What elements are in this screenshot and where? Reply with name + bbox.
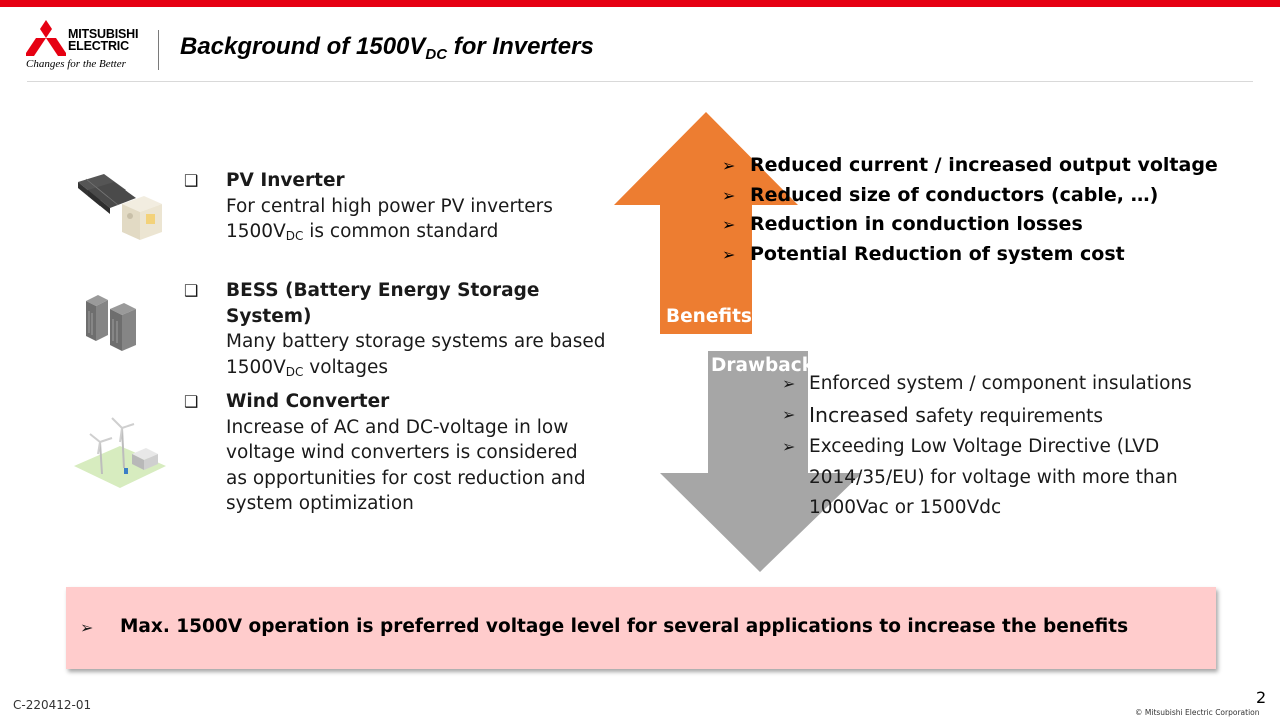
wind-turbine-icon (74, 417, 166, 488)
summary-box: ➢ Max. 1500V operation is preferred volt… (66, 587, 1216, 669)
drawback-item: ➢Exceeding Low Voltage Directive (LVD 20… (782, 432, 1222, 524)
benefit-item: ➢Reduced size of conductors (cable, …) (722, 181, 1218, 211)
application-description: Increase of AC and DC-voltage in low vol… (226, 416, 586, 515)
benefits-list: ➢Reduced current / increased output volt… (722, 151, 1218, 269)
logo-tagline: Changes for the Better (26, 58, 126, 70)
application-pv-inverter: ❑ PV Inverter For central high power PV … (184, 168, 624, 250)
brand-top-bar (0, 0, 1280, 7)
application-description: Many battery storage systems are based (226, 331, 606, 352)
arrow-bullet-icon: ➢ (782, 404, 796, 424)
header-rule (27, 81, 1253, 82)
slide-title: Background of 1500VDC for Inverters (180, 33, 594, 63)
pv-inverter-icon (78, 174, 162, 240)
application-heading: Wind Converter (226, 391, 390, 412)
application-voltage-line: 1500VDC is common standard (226, 221, 499, 243)
company-logo: MITSUBISHI ELECTRIC Changes for the Bett… (26, 20, 156, 72)
benefit-item: ➢Reduction in conduction losses (722, 210, 1218, 240)
logo-wordmark: MITSUBISHI ELECTRIC (68, 27, 139, 53)
arrow-bullet-icon: ➢ (722, 156, 736, 175)
battery-storage-icon (86, 295, 136, 351)
document-id: C-220412-01 (13, 698, 92, 712)
checkbox-bullet-icon: ❑ (184, 281, 199, 300)
checkbox-bullet-icon: ❑ (184, 171, 199, 190)
drawbacks-list: ➢Enforced system / component insulations… (782, 369, 1222, 524)
drawback-down-arrow (660, 351, 862, 572)
drawback-label: Drawback (711, 355, 815, 376)
arrow-bullet-icon: ➢ (782, 437, 796, 456)
summary-text: Max. 1500V operation is preferred voltag… (120, 616, 1129, 637)
benefits-label: Benefits (666, 306, 752, 327)
header-divider (158, 30, 159, 70)
arrow-bullet-icon: ➢ (80, 618, 94, 637)
application-voltage-line: 1500VDC voltages (226, 356, 389, 379)
arrow-bullet-icon: ➢ (722, 185, 736, 205)
benefit-item: ➢Potential Reduction of system cost (722, 240, 1218, 270)
drawback-item: ➢Increased safety requirements (782, 400, 1222, 433)
page-number: 2 (1256, 688, 1267, 707)
application-bess: ❑ BESS (Battery Energy Storage System) M… (184, 278, 624, 385)
application-heading: BESS (Battery Energy Storage System) (226, 280, 540, 327)
application-wind-converter: ❑ Wind Converter Increase of AC and DC-v… (184, 389, 594, 517)
checkbox-bullet-icon: ❑ (184, 392, 199, 411)
arrow-bullet-icon: ➢ (722, 215, 736, 234)
three-diamonds-logo-icon (26, 20, 66, 56)
arrow-bullet-icon: ➢ (722, 244, 736, 264)
arrow-bullet-icon: ➢ (782, 374, 796, 393)
copyright-notice: © Mitsubishi Electric Corporation (1135, 708, 1260, 717)
drawback-item: ➢Enforced system / component insulations (782, 369, 1222, 400)
benefit-item: ➢Reduced current / increased output volt… (722, 151, 1218, 181)
application-description: For central high power PV inverters (226, 195, 553, 217)
benefits-up-arrow (614, 112, 798, 334)
application-heading: PV Inverter (226, 170, 345, 191)
